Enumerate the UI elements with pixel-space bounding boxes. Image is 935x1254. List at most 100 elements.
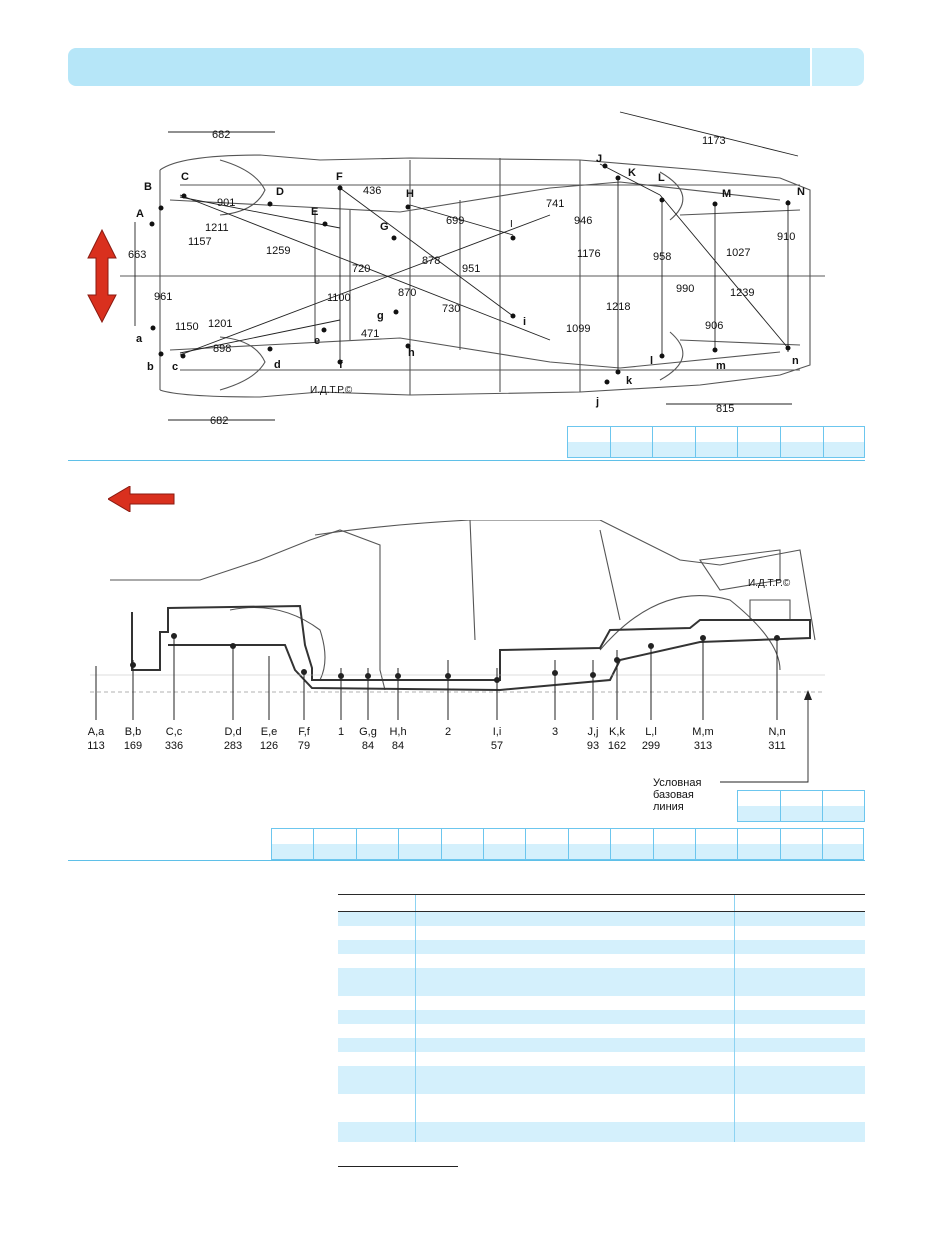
dim-815: 815 <box>716 403 734 415</box>
vertical-arrow-icon <box>87 228 117 324</box>
baseline-label-3: линия <box>653 801 684 813</box>
side-point-name: L,l <box>645 726 657 738</box>
point-E: E <box>311 206 318 218</box>
side-point-height: 84 <box>362 740 374 752</box>
point-A: A <box>136 208 144 220</box>
section-divider-1 <box>68 460 865 461</box>
point-H: H <box>406 188 414 200</box>
strip-cell <box>609 426 653 458</box>
strip-cell <box>355 828 399 860</box>
dim-946: 946 <box>574 215 592 227</box>
side-point-name: 2 <box>445 726 451 738</box>
side-point-height: 336 <box>165 740 183 752</box>
page-header-bar <box>68 48 810 86</box>
dim-1259: 1259 <box>266 245 290 257</box>
side-point-name: C,c <box>166 726 183 738</box>
strip-cell <box>567 828 611 860</box>
baseline-label-1: Условная <box>653 777 701 789</box>
point-l: l <box>650 355 653 367</box>
table-row <box>338 1038 865 1052</box>
dim-910: 910 <box>777 231 795 243</box>
side-point-name: B,b <box>125 726 142 738</box>
top-reference-strip <box>567 426 866 458</box>
dim-958: 958 <box>653 251 671 263</box>
dim-730: 730 <box>442 303 460 315</box>
dim-870: 870 <box>398 287 416 299</box>
strip-cell <box>567 426 610 458</box>
side-point-name: G,g <box>359 726 377 738</box>
dim-1150: 1150 <box>175 321 199 333</box>
point-c: c <box>172 361 178 373</box>
side-point-name: E,e <box>261 726 278 738</box>
dim-699: 699 <box>446 215 464 227</box>
strip-cell <box>779 426 823 458</box>
strip-cell <box>525 828 568 860</box>
point-K: K <box>628 167 636 179</box>
table-row <box>338 911 865 926</box>
dim-951: 951 <box>462 263 480 275</box>
side-point-height: 84 <box>392 740 404 752</box>
table-row <box>338 1066 865 1094</box>
side-reference-strip-short <box>737 790 865 822</box>
table-row <box>338 1094 865 1122</box>
point-C: C <box>181 171 189 183</box>
point-F: F <box>336 171 343 183</box>
strip-cell <box>779 790 823 822</box>
dim-682-top: 682 <box>212 129 230 141</box>
section-divider-2 <box>68 860 865 861</box>
dim-720: 720 <box>352 263 370 275</box>
dim-1239: 1239 <box>730 287 754 299</box>
dim-1100: 1100 <box>327 292 351 304</box>
top-watermark: И.Д.Т.Р.© <box>310 385 353 396</box>
dim-663: 663 <box>128 249 146 261</box>
point-G: G <box>380 221 389 233</box>
dim-878: 878 <box>422 255 440 267</box>
roman-mark-upper: I <box>510 219 513 230</box>
point-h: h <box>408 347 415 359</box>
table-row <box>338 1052 865 1066</box>
strip-cell <box>398 828 441 860</box>
side-point-name: H,h <box>389 726 406 738</box>
dim-898: 898 <box>213 343 231 355</box>
dim-961: 961 <box>154 291 172 303</box>
strip-cell <box>652 426 695 458</box>
point-J: J <box>596 153 602 165</box>
side-view-diagram: И.Д.Т.Р.© A,a113B,b169C,c336D,d283E,e126… <box>87 520 825 813</box>
table-row <box>338 926 865 940</box>
side-point-name: N,n <box>768 726 785 738</box>
strip-cell <box>694 426 738 458</box>
table-row <box>338 968 865 996</box>
dim-1157: 1157 <box>188 236 212 248</box>
side-watermark: И.Д.Т.Р.© <box>748 578 791 589</box>
point-i: i <box>523 316 526 328</box>
side-reference-strip-long <box>271 828 865 860</box>
dim-901: 901 <box>217 197 235 209</box>
baseline-label-2: базовая <box>653 789 694 801</box>
strip-cell <box>271 828 314 860</box>
dim-1099: 1099 <box>566 323 590 335</box>
point-f: f <box>339 359 343 371</box>
strip-cell <box>822 828 865 860</box>
side-point-name: F,f <box>298 726 311 738</box>
point-g: g <box>377 310 384 322</box>
strip-cell <box>737 790 780 822</box>
point-j: j <box>595 396 599 408</box>
dim-1218: 1218 <box>606 301 630 313</box>
table-row <box>338 954 865 968</box>
strip-cell <box>737 426 780 458</box>
table-row <box>338 996 865 1010</box>
side-point-height: 79 <box>298 740 310 752</box>
point-e: e <box>314 335 320 347</box>
table-row <box>338 894 865 912</box>
side-point-name: A,a <box>88 726 105 738</box>
side-point-name: M,m <box>692 726 713 738</box>
point-b: b <box>147 361 154 373</box>
side-point-height: 169 <box>124 740 142 752</box>
strip-cell <box>313 828 356 860</box>
side-point-height: 93 <box>587 740 599 752</box>
table-row <box>338 1024 865 1038</box>
dimensions-table <box>338 894 865 1142</box>
point-m: m <box>716 360 726 372</box>
point-N: N <box>797 186 805 198</box>
strip-cell <box>652 828 695 860</box>
